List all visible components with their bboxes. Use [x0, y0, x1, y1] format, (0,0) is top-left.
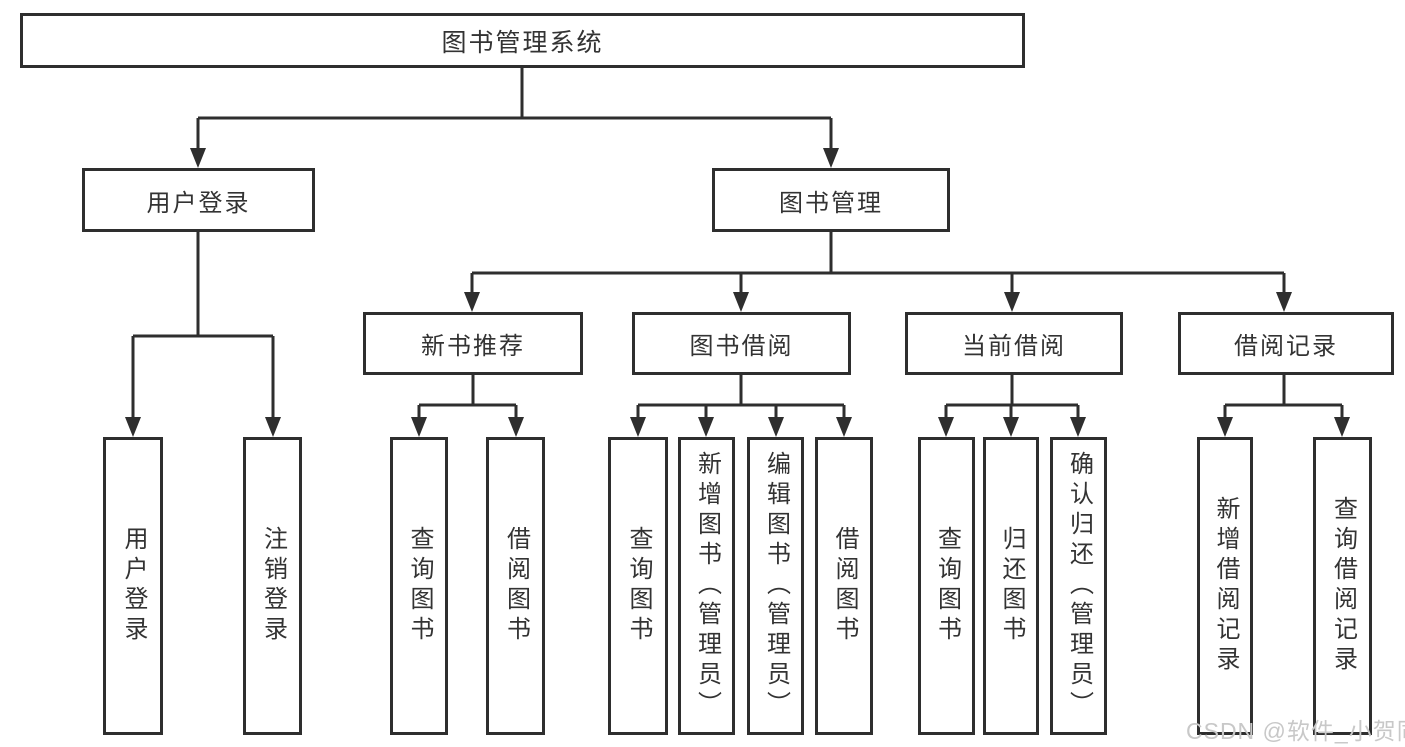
node-new-book-recommend: 新书推荐: [363, 312, 583, 375]
node-label: 借阅记录: [1234, 333, 1338, 360]
node-confirm-return-admin: 确认归还（管理员）: [1050, 437, 1107, 735]
node-query-books-recommend: 查询图书: [390, 437, 448, 735]
node-label: 编辑图书（管理员）: [762, 451, 790, 721]
node-library-management-system: 图书管理系统: [20, 13, 1025, 68]
node-user-login-leaf: 用户登录: [103, 437, 163, 735]
node-label: 查询图书: [406, 526, 433, 646]
node-query-books-current: 查询图书: [918, 437, 975, 735]
node-return-books: 归还图书: [983, 437, 1039, 735]
node-label: 查询借阅记录: [1329, 496, 1357, 676]
node-borrowing-records: 借阅记录: [1178, 312, 1394, 375]
node-add-borrow-record: 新增借阅记录: [1197, 437, 1253, 735]
node-current-borrowing: 当前借阅: [905, 312, 1123, 375]
node-label: 注销登录: [259, 526, 287, 646]
node-query-books-borrowing: 查询图书: [608, 437, 668, 735]
node-borrow-books-recommend: 借阅图书: [486, 437, 545, 735]
node-add-book-admin: 新增图书（管理员）: [678, 437, 735, 735]
node-label: 查询图书: [625, 526, 652, 646]
node-label: 归还图书: [998, 526, 1025, 646]
node-label: 借阅图书: [502, 526, 530, 646]
node-borrow-books-leaf: 借阅图书: [815, 437, 873, 735]
node-query-borrow-record: 查询借阅记录: [1313, 437, 1372, 735]
node-label: 图书管理系统: [441, 28, 604, 57]
node-book-borrowing: 图书借阅: [632, 312, 851, 375]
node-label: 图书管理: [779, 189, 883, 217]
node-label: 用户登录: [146, 189, 251, 217]
node-label: 查询图书: [933, 526, 961, 646]
node-edit-book-admin: 编辑图书（管理员）: [747, 437, 804, 735]
watermark: CSDN @软件_小贺同学: [1186, 718, 1405, 744]
node-label: 图书借阅: [689, 333, 794, 360]
node-label: 新书推荐: [421, 333, 525, 360]
node-label: 新增借阅记录: [1212, 496, 1239, 676]
node-label: 当前借阅: [962, 333, 1066, 360]
node-logout: 注销登录: [243, 437, 302, 735]
node-label: 借阅图书: [831, 526, 858, 646]
node-label: 确认归还（管理员）: [1065, 451, 1093, 721]
node-label: 新增图书（管理员）: [693, 451, 721, 721]
node-user-login: 用户登录: [82, 168, 315, 232]
node-label: 用户登录: [120, 526, 147, 646]
node-book-management: 图书管理: [712, 168, 950, 232]
